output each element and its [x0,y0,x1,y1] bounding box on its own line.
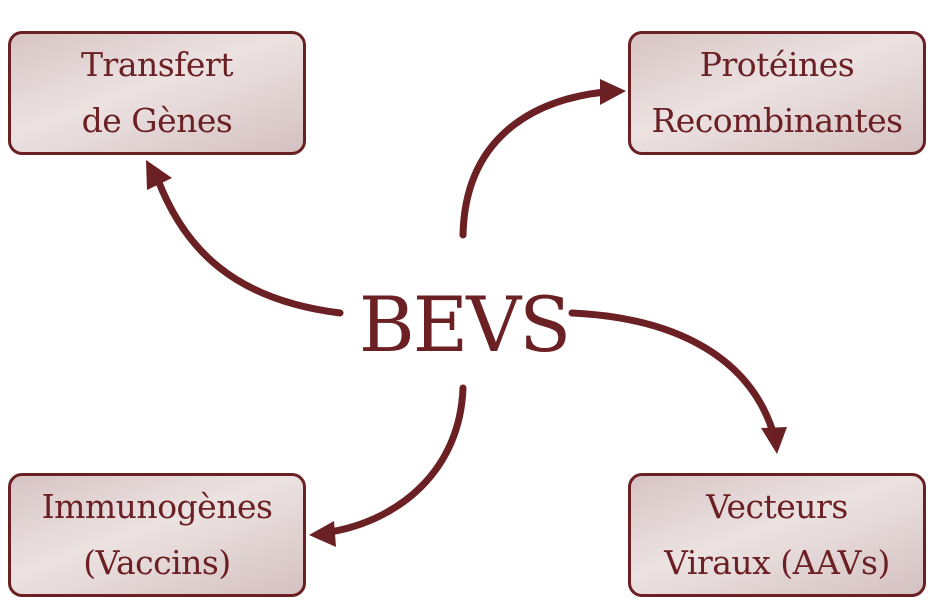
arrow-to-immunogens [326,384,467,536]
node-viral-vectors: Vecteurs Viraux (AAVs) [628,473,926,597]
arrowhead-to-gene-transfer [146,160,172,190]
node-immunogens-line2: (Vaccins) [83,543,231,582]
node-gene-transfer-line2: de Gènes [81,101,233,140]
node-immunogens-line1: Immunogènes [41,487,273,526]
arrow-to-viral-vectors [568,309,777,436]
arrow-to-gene-transfer [154,176,344,317]
node-recombinant-proteins-line2: Recombinantes [651,101,903,140]
node-gene-transfer: Transfert de Gènes [8,31,306,155]
arrowhead-to-immunogens [309,521,336,547]
arrowhead-to-viral-vectors [761,427,787,454]
node-viral-vectors-line1: Vecteurs [706,487,848,526]
node-gene-transfer-line1: Transfert [81,45,233,84]
node-recombinant-proteins-line1: Protéines [699,45,855,84]
node-viral-vectors-line2: Viraux (AAVs) [664,543,890,582]
arrow-to-recombinant-proteins [459,88,609,239]
node-recombinant-proteins: Protéines Recombinantes [628,31,926,155]
arrowhead-to-recombinant-proteins [600,79,626,105]
center-label-bevs: BEVS [358,279,571,369]
node-immunogens: Immunogènes (Vaccins) [8,473,306,597]
